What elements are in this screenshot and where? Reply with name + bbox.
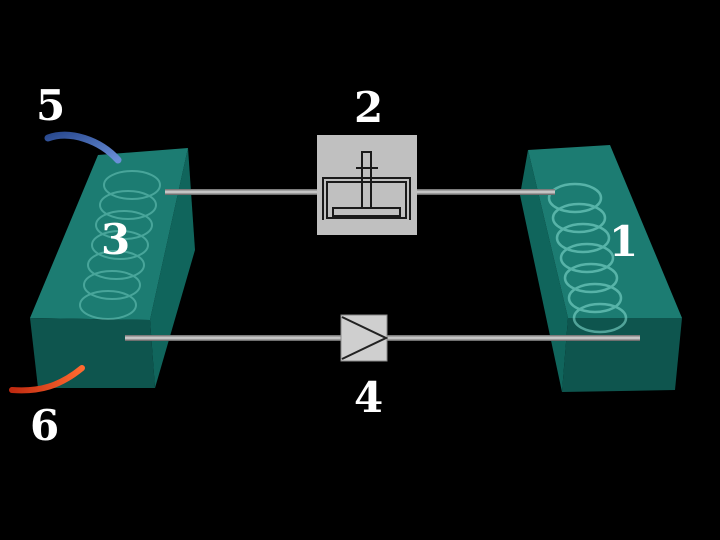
label-2: 2 (354, 83, 383, 132)
label-6: 6 (30, 401, 59, 450)
label-5: 5 (36, 81, 65, 130)
hose-5 (44, 131, 122, 164)
hose-6 (9, 365, 85, 394)
label-4: 4 (354, 373, 383, 422)
label-1: 1 (609, 217, 638, 266)
check-valve-icon (340, 314, 389, 362)
label-3: 3 (101, 215, 130, 264)
coil-1 (547, 182, 628, 334)
block-3 (30, 148, 195, 388)
block-1 (520, 145, 682, 392)
coil-3 (79, 170, 161, 320)
piston-pump-icon (317, 135, 417, 235)
